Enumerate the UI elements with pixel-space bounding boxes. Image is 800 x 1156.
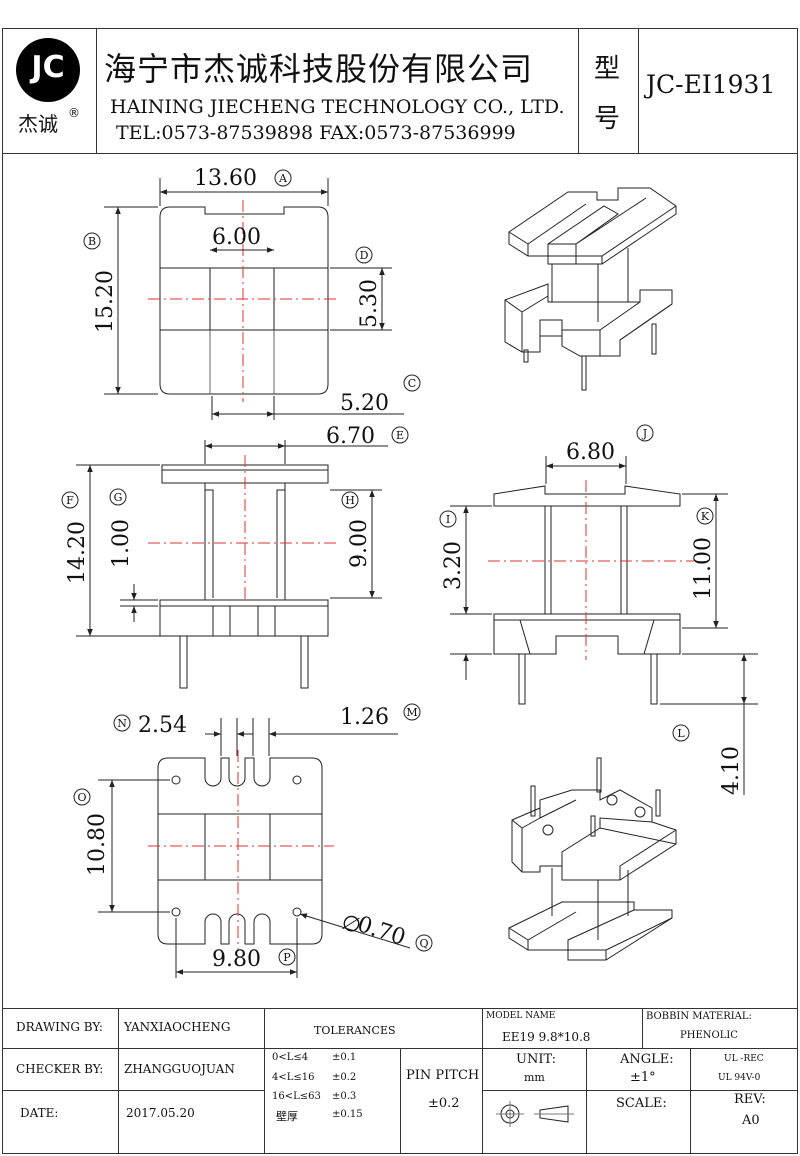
rev-label: REV: (734, 1092, 766, 1107)
tb-col-line-3 (400, 1048, 401, 1154)
dim-b-value: 15.20 (93, 270, 118, 333)
date-label: DATE: (20, 1106, 59, 1120)
checker-by-value: ZHANGGUOJUAN (124, 1062, 235, 1076)
tb-row-line-2 (2, 1090, 264, 1091)
projection-symbol-icon (496, 1101, 574, 1127)
top-view-outline (159, 206, 329, 395)
model-name-value: EE19 9.8*10.8 (502, 1030, 591, 1044)
dim-f-value: 14.20 (65, 521, 90, 584)
tag-q: Q (419, 937, 428, 950)
tag-m: M (406, 706, 417, 719)
front-view (76, 440, 388, 689)
tol-range-3: 16<L≤63 (272, 1091, 321, 1102)
top-view (104, 178, 404, 420)
company-name-en: HAINING JIECHENG TECHNOLOGY CO., LTD. (110, 96, 565, 118)
drawing-by-label: DRAWING BY: (16, 1020, 103, 1034)
tag-i: I (446, 513, 450, 526)
pin-pitch-label: PIN PITCH (406, 1068, 480, 1083)
dim-m-value: 1.26 (340, 705, 389, 730)
tag-h: H (345, 494, 355, 507)
tag-e: E (396, 429, 404, 442)
dim-q-value: 0.70 (354, 912, 408, 951)
header-logo-divider (96, 28, 97, 154)
tb-col-line-2 (264, 1008, 265, 1154)
tol-value-3: ±0.3 (332, 1091, 357, 1102)
dim-h-value: 9.00 (347, 519, 372, 568)
tb-col-line-1 (118, 1008, 119, 1154)
tag-f: F (66, 494, 74, 507)
ul-rec: UL -REC (724, 1054, 764, 1064)
bobbin-material-label: BOBBIN MATERIAL: (646, 1011, 752, 1022)
drawing-by-value: YANXIAOCHENG (124, 1020, 231, 1034)
dim-c-value: 5.20 (340, 391, 389, 416)
unit-value: mm (524, 1071, 545, 1084)
tol-value-2: ±0.2 (332, 1072, 357, 1083)
side-view (450, 456, 758, 795)
tb-col-line-5 (586, 1048, 587, 1154)
tb-col-line-4 (482, 1008, 483, 1154)
angle-value: ±1° (630, 1070, 656, 1085)
dim-i-value: 3.20 (441, 541, 466, 590)
model-label-top: 型 (594, 54, 621, 84)
model-name-label: MODEL NAME (486, 1011, 556, 1021)
tag-d: D (360, 249, 369, 262)
dim-p-value: 9.80 (212, 947, 261, 972)
tag-o: O (77, 791, 86, 804)
tol-value-1: ±0.1 (332, 1052, 357, 1063)
iso-view-top (504, 187, 677, 391)
checker-by-label: CHECKER BY: (16, 1062, 104, 1076)
dim-k-value: 11.00 (691, 537, 716, 600)
dim-n-value: 2.54 (138, 713, 187, 738)
tag-p: P (283, 951, 291, 964)
dim-g-value: 1.00 (109, 519, 134, 568)
dim-e-value: 6.70 (326, 424, 375, 449)
dim-top-inner-value: 6.00 (212, 225, 261, 250)
dim-a-value: 13.60 (194, 166, 257, 191)
unit-label: UNIT: (516, 1052, 557, 1067)
company-name-cn: 海宁市杰诚科技股份有限公司 (104, 50, 534, 88)
tag-k: K (701, 510, 710, 523)
model-number: JC-EI1931 (646, 70, 776, 99)
tolerances-label: TOLERANCES (314, 1024, 396, 1037)
dim-o-value: 10.80 (85, 813, 110, 876)
header-model-divider-1 (578, 28, 579, 154)
tb-col-line-7 (690, 1048, 691, 1154)
tag-g: G (114, 491, 123, 504)
tol-range-4: 壁厚 (276, 1110, 298, 1123)
model-label-bottom: 号 (594, 104, 621, 134)
company-contact: TEL:0573-87539898 FAX:0573-87536999 (116, 122, 516, 144)
tol-range-1: 0<L≤4 (272, 1052, 309, 1063)
ul-94v: UL 94V-0 (718, 1073, 761, 1083)
logo-circle: JC (16, 38, 80, 102)
tag-n: N (117, 717, 127, 730)
pin-pitch-value: ±0.2 (428, 1096, 460, 1111)
logo-mark: JC (31, 50, 65, 85)
header-model-divider-2 (638, 28, 639, 154)
tag-a: A (278, 172, 288, 185)
tag-j: J (642, 427, 647, 440)
tag-l: L (677, 727, 685, 740)
tol-value-4: ±0.15 (332, 1109, 363, 1120)
header-block (2, 28, 798, 154)
bottom-view (98, 718, 411, 978)
tag-c: C (408, 377, 416, 390)
logo-registered-mark: ® (68, 106, 80, 120)
iso-view-bottom (508, 757, 677, 961)
tb-col-line-6 (642, 1008, 643, 1048)
tol-range-2: 4<L≤16 (272, 1072, 315, 1083)
dim-d-value: 5.30 (357, 279, 382, 328)
angle-label: ANGLE: (620, 1052, 674, 1067)
rev-value: A0 (742, 1113, 760, 1128)
tb-row-line-3 (482, 1090, 798, 1091)
bobbin-material-value: PHENOLIC (680, 1030, 738, 1041)
tag-b: B (88, 235, 96, 248)
company-logo: JC 杰诚 ® (10, 36, 90, 146)
dim-j-value: 6.80 (566, 440, 615, 465)
logo-cn-text: 杰诚 (18, 112, 58, 136)
scale-label: SCALE: (616, 1096, 667, 1111)
date-value: 2017.05.20 (126, 1106, 195, 1120)
dim-l-value: 4.10 (719, 746, 744, 795)
